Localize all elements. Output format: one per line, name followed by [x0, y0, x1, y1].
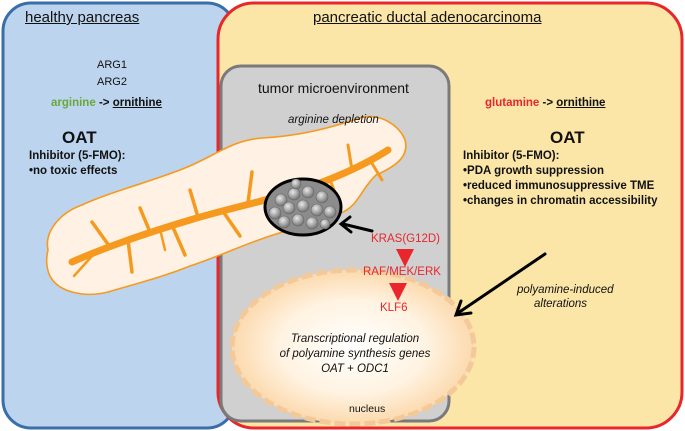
nucleus-line-2: of polyamine synthesis genes	[279, 348, 431, 360]
pdac-effect-1: •PDA growth suppression	[463, 165, 604, 177]
polyamine-note-1: polyamine-induced	[517, 284, 614, 296]
tme-title: tumor microenvironment	[258, 80, 409, 96]
healthy-reaction-arrow: ->	[98, 97, 110, 109]
raf-label: RAF/MEK/ERK	[363, 266, 441, 278]
pdac-effect-2: •reduced immunosuppressive TME	[463, 180, 655, 192]
pdac-product: ornithine	[556, 97, 606, 109]
tumor-cell-cluster	[263, 177, 343, 237]
healthy-reaction: arginine -> ornithine	[51, 97, 162, 109]
pdac-effect-3: •changes in chromatin accessibility	[463, 195, 658, 207]
nucleus-line-3: OAT + ODC1	[321, 363, 389, 375]
enzyme-arg2: ARG2	[97, 76, 127, 88]
pancreatic-ducts	[68, 143, 392, 278]
tme-subtitle: arginine depletion	[288, 114, 379, 126]
pdac-inhibitor-label: Inhibitor (5-FMO):	[463, 150, 560, 162]
pdac-oat-label: OAT	[550, 128, 585, 147]
nucleus-outline	[229, 267, 477, 427]
nucleus-label: nucleus	[349, 403, 386, 415]
nucleus-line-1: Transcriptional regulation	[290, 333, 420, 345]
pdac-substrate: glutamine	[485, 97, 540, 109]
healthy-inhibitor-effect: •no toxic effects	[29, 165, 118, 177]
healthy-inhibitor-label: Inhibitor (5-FMO):	[29, 150, 126, 162]
kras-label: KRAS(G12D)	[371, 233, 441, 245]
healthy-substrate: arginine	[51, 97, 96, 109]
healthy-product: ornithine	[112, 97, 162, 109]
arrow-to-tumor	[341, 222, 374, 233]
signaling-arrows	[389, 249, 414, 301]
arrow-to-nucleus	[456, 252, 547, 315]
healthy-title: healthy pancreas	[25, 9, 140, 26]
healthy-oat-label: OAT	[62, 128, 97, 147]
pdac-reaction: glutamine -> ornithine	[485, 97, 605, 109]
polyamine-note-2: alterations	[534, 298, 588, 310]
pdac-title: pancreatic ductal adenocarcinoma	[313, 9, 542, 26]
black-arrows	[338, 215, 547, 317]
enzyme-arg1: ARG1	[97, 59, 127, 71]
klf6-label: KLF6	[380, 302, 408, 314]
pdac-reaction-arrow: ->	[542, 97, 554, 109]
